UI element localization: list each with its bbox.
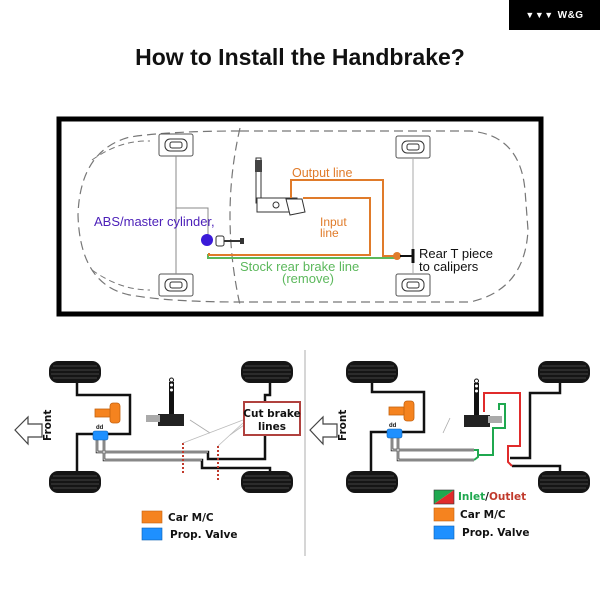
legend-label-car-mc: Car M/C [460, 509, 506, 521]
svg-text:dd: dd [389, 423, 397, 429]
cut-brake-lines-callout [243, 401, 301, 436]
wheel-front-left [158, 133, 194, 157]
abs-master-cylinder-node [201, 234, 213, 246]
tire-front-right [48, 470, 102, 494]
wheel-rear-left [395, 135, 431, 159]
front-label: Front [337, 410, 349, 441]
adapter-fitting [215, 235, 244, 247]
front-arrow-icon [14, 415, 43, 446]
tire-front-left [48, 360, 102, 384]
handbrake-unit-illustration [255, 157, 306, 216]
page-title: How to Install the Handbrake? [135, 44, 465, 70]
inlet-line [478, 403, 506, 456]
car-master-cylinder [388, 400, 415, 422]
wheel-front-right [158, 273, 194, 297]
legend-label-car-mc: Car M/C [168, 512, 214, 524]
tire-rear-right [537, 470, 591, 494]
output-line-label: Output line [292, 166, 353, 180]
legend-swatch-car-mc [141, 510, 163, 524]
legend-label-inlet-outlet: Inlet/Outlet [458, 491, 526, 503]
wheel-rear-right [395, 273, 431, 297]
legend-swatch-prop-valve [433, 525, 455, 540]
outlet-line [483, 392, 521, 467]
legend-label-prop-valve: Prop. Valve [462, 527, 529, 539]
handbrake-installed-layout-diagram: dd Front Inlet/Outlet Car M/C Prop. Valv… [309, 360, 591, 540]
car-body-rear-outline [240, 130, 529, 303]
legend-swatch-car-mc [433, 507, 455, 522]
diagram-frame [56, 116, 544, 317]
car-body-front-outline [77, 130, 241, 303]
handbrake-unit [145, 377, 185, 427]
tire-rear-right [240, 470, 294, 494]
tire-front-left [345, 360, 399, 384]
legend-swatch-prop-valve [141, 527, 163, 541]
svg-text:dd: dd [96, 425, 104, 431]
brand-badge: ▼▼▼ W&G [509, 0, 600, 30]
legend-swatch-inlet-outlet [433, 489, 455, 505]
front-label: Front [42, 410, 54, 441]
stock-brake-line-label: Stock rear brake line [240, 259, 359, 274]
stock-brake-line-remove-label: (remove) [282, 271, 334, 286]
input-line-label-2: line [320, 226, 339, 240]
rear-t-piece-label-1: Rear T piece [419, 246, 493, 261]
triple-chevron-logo-icon: ▼▼▼ [525, 10, 554, 20]
car-top-view-diagram: ABS/master cylinder, Output line Input l… [56, 116, 544, 317]
abs-master-cylinder-label: ABS/master cylinder, [94, 214, 215, 229]
rear-t-piece-node [393, 252, 401, 260]
tire-rear-left [537, 360, 591, 384]
tire-front-right [345, 470, 399, 494]
callout-line-1: Cut brake [243, 408, 300, 420]
front-arrow-icon [309, 415, 338, 446]
output-line [290, 179, 397, 257]
car-master-cylinder [94, 402, 121, 424]
callout-line-2: lines [258, 421, 286, 433]
stock-brake-layout-diagram: dd Cut brake lines Front Car M/C Prop. V… [14, 360, 301, 541]
tire-rear-left [240, 360, 294, 384]
input-line-label-1: Input [320, 215, 347, 229]
legend-label-prop-valve: Prop. Valve [170, 529, 237, 541]
prop-valve [386, 428, 403, 439]
input-line [208, 197, 371, 256]
cut-marks [182, 443, 219, 480]
windshield-outline [229, 127, 241, 306]
rear-t-piece-label-2: to calipers [419, 259, 479, 274]
prop-valve [92, 430, 109, 441]
brand-name: W&G [557, 9, 584, 21]
